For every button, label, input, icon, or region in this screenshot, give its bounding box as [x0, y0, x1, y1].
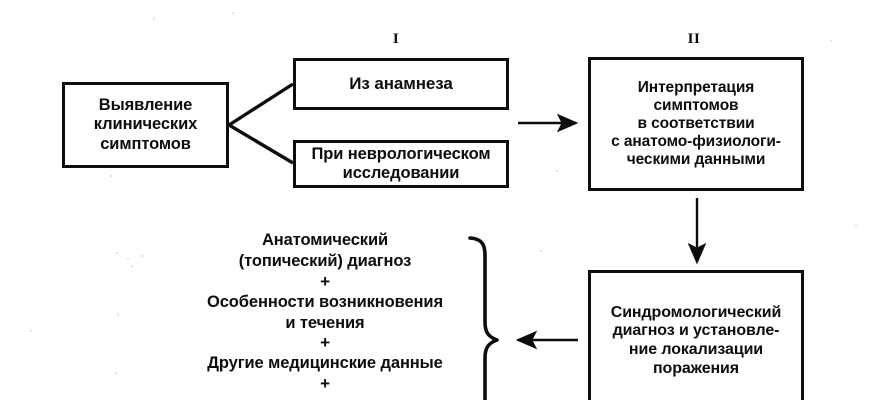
scan-speck	[855, 225, 857, 227]
box-line: с анатомо-физиологи-	[611, 132, 781, 150]
summary-line: Особенности возникновения	[207, 292, 443, 311]
box-line: Из анамнеза	[349, 74, 453, 94]
box-line: симптомов	[653, 97, 739, 115]
summary-line: (топический) диагноз	[238, 252, 412, 271]
scan-speck	[556, 170, 558, 172]
box-line: клинических	[93, 115, 198, 134]
summary-line: и течения	[285, 314, 365, 332]
scan-speck	[127, 258, 129, 260]
summary-plus: +	[320, 373, 330, 393]
box-from-anamnesis[interactable]: Из анамнеза	[293, 58, 509, 110]
box-line: симптомов	[100, 134, 191, 153]
box-line: диагноз и установле-	[612, 322, 780, 340]
box-line: исследовании	[342, 164, 460, 182]
summary-plus: +	[320, 333, 330, 353]
scan-speck	[540, 250, 542, 252]
scan-speck	[110, 175, 112, 177]
box-line: Интерпретация	[637, 79, 755, 97]
stage-label-i: I	[392, 31, 400, 47]
box-neurological-examination[interactable]: При неврологическом исследовании	[293, 140, 509, 188]
scan-speck	[115, 372, 117, 374]
box-syndromological-diagnosis[interactable]: Синдромологический диагноз и установле- …	[588, 270, 804, 400]
box-line: При неврологическом	[311, 144, 491, 163]
fork-connector	[228, 82, 294, 165]
box-line: Синдромологический	[610, 303, 782, 321]
box-symptom-interpretation[interactable]: Интерпретация симптомов в соответствии с…	[588, 57, 804, 191]
box-clinical-symptom-detection[interactable]: Выявление клинических симптомов	[62, 82, 229, 168]
box-line: в соответствии	[637, 115, 755, 133]
box-line: Выявление	[98, 96, 193, 115]
scan-speck	[232, 12, 234, 14]
scan-speck	[141, 255, 143, 257]
scan-speck	[30, 330, 32, 332]
summary-line: Другие медицинские данные	[207, 354, 443, 373]
summary-line: Анатомический	[261, 231, 389, 249]
summary-text-block: Анатомический (топический) диагноз + Осо…	[175, 230, 475, 393]
summary-plus: +	[320, 271, 330, 291]
box-line: ческими данными	[626, 150, 766, 168]
box-line: поражения	[652, 359, 740, 377]
scan-speck	[153, 18, 155, 20]
scan-speck	[830, 40, 832, 42]
scan-speck	[116, 252, 118, 254]
stage-label-ii: II	[687, 31, 701, 47]
scan-speck	[117, 314, 119, 316]
scan-speck	[131, 265, 133, 267]
box-line: ние локализации	[628, 341, 764, 358]
